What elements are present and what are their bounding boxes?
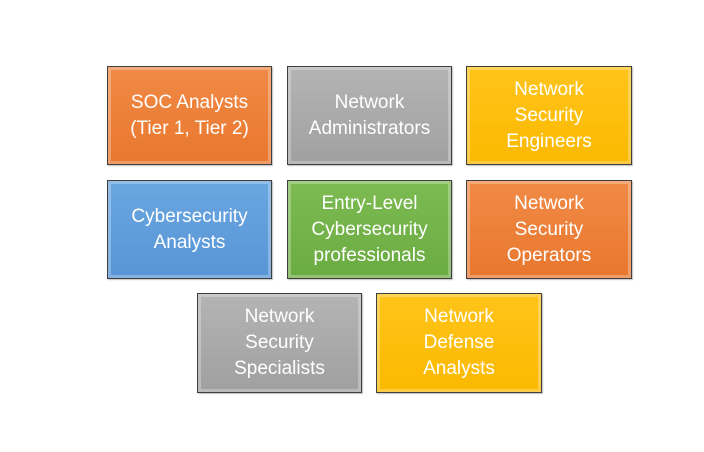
tile-soc-analysts: SOC Analysts (Tier 1, Tier 2) bbox=[107, 66, 272, 165]
tile-label: Network Security Operators bbox=[506, 192, 592, 266]
tile-label: Entry-Level Cybersecurity professionals bbox=[311, 192, 428, 266]
tile-network-security-operators: Network Security Operators bbox=[466, 180, 632, 279]
tile-cybersecurity-analysts: Cybersecurity Analysts bbox=[107, 180, 272, 279]
tile-label: Cybersecurity Analysts bbox=[131, 205, 248, 253]
tile-label: Network Administrators bbox=[308, 91, 431, 139]
tile-entry-level-professionals: Entry-Level Cybersecurity professionals bbox=[287, 180, 452, 279]
tile-label: Network Security Engineers bbox=[506, 78, 592, 152]
tile-label: Network Security Specialists bbox=[234, 306, 325, 379]
tile-network-defense-analysts: Network Defense Analysts bbox=[376, 293, 542, 393]
tile-network-security-specialists: Network Security Specialists bbox=[197, 293, 362, 393]
tile-network-administrators: Network Administrators bbox=[287, 66, 452, 165]
tile-label: Network Defense Analysts bbox=[423, 306, 495, 379]
tile-label: SOC Analysts (Tier 1, Tier 2) bbox=[130, 91, 249, 139]
tile-network-security-engineers: Network Security Engineers bbox=[466, 66, 632, 165]
